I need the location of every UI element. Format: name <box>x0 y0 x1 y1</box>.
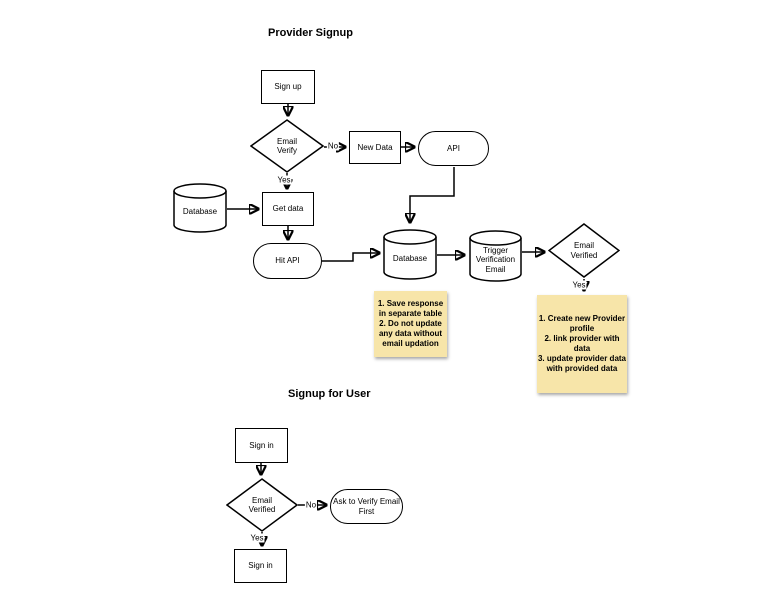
cylinder-shape <box>469 230 522 282</box>
cylinder-shape <box>383 229 437 280</box>
node-hit-api: Hit API <box>253 243 322 279</box>
node-email-verify-decision: Email Verify <box>250 119 324 173</box>
node-api-label: API <box>447 143 460 153</box>
edge-label-yes: Yes <box>276 175 292 185</box>
cylinder-shape <box>173 183 227 233</box>
node-database-main-label: Database <box>392 253 428 263</box>
node-sign-in: Sign in <box>235 428 288 463</box>
node-get-data: Get data <box>262 192 314 226</box>
edge-label-no: No <box>304 500 318 510</box>
node-database-source: Database <box>173 183 227 233</box>
note-save-response: 1. Save response in separate table 2. Do… <box>374 291 447 357</box>
node-sign-up: Sign up <box>261 70 315 104</box>
note-create-profile: 1. Create new Provider profile 2. link p… <box>537 295 627 393</box>
edge-label-no: No <box>326 141 340 151</box>
node-sign-in-done: Sign in <box>234 549 287 583</box>
node-new-data-label: New Data <box>357 142 393 152</box>
node-email-verify-label: Email Verify <box>276 136 297 156</box>
node-get-data-label: Get data <box>272 204 304 214</box>
node-new-data: New Data <box>349 131 401 164</box>
node-sign-in-label: Sign in <box>249 440 274 450</box>
diamond-shape <box>250 119 324 173</box>
diamond-shape <box>548 223 620 278</box>
node-trigger-verification-email-label: Trigger Verification Email <box>475 245 516 274</box>
node-hit-api-label: Hit API <box>275 256 300 266</box>
signup-for-user-title: Signup for User <box>288 388 371 400</box>
edge-hitapi-to-database <box>322 253 379 262</box>
node-sign-in-done-label: Sign in <box>248 561 273 571</box>
node-trigger-verification-email: Trigger Verification Email <box>469 230 522 282</box>
node-ask-to-verify-email: Ask to Verify Email First <box>330 489 403 524</box>
edge-label-yes: Yes <box>571 280 587 290</box>
node-email-verified-decision: Email Verified <box>548 223 620 278</box>
provider-signup-title: Provider Signup <box>268 27 353 39</box>
node-database-main: Database <box>383 229 437 280</box>
node-api: API <box>418 131 489 166</box>
edge-api-to-database <box>410 167 455 222</box>
node-email-verified-label: Email Verified <box>570 241 598 260</box>
node-database-source-label: Database <box>182 207 218 217</box>
diamond-shape <box>226 478 298 532</box>
node-ask-to-verify-email-label: Ask to Verify Email First <box>333 497 400 516</box>
node-sign-up-label: Sign up <box>274 82 302 92</box>
node-user-email-verified-decision: Email Verified <box>226 478 298 532</box>
node-user-email-verified-label: Email Verified <box>248 495 276 515</box>
edge-label-yes: Yes <box>249 533 265 543</box>
